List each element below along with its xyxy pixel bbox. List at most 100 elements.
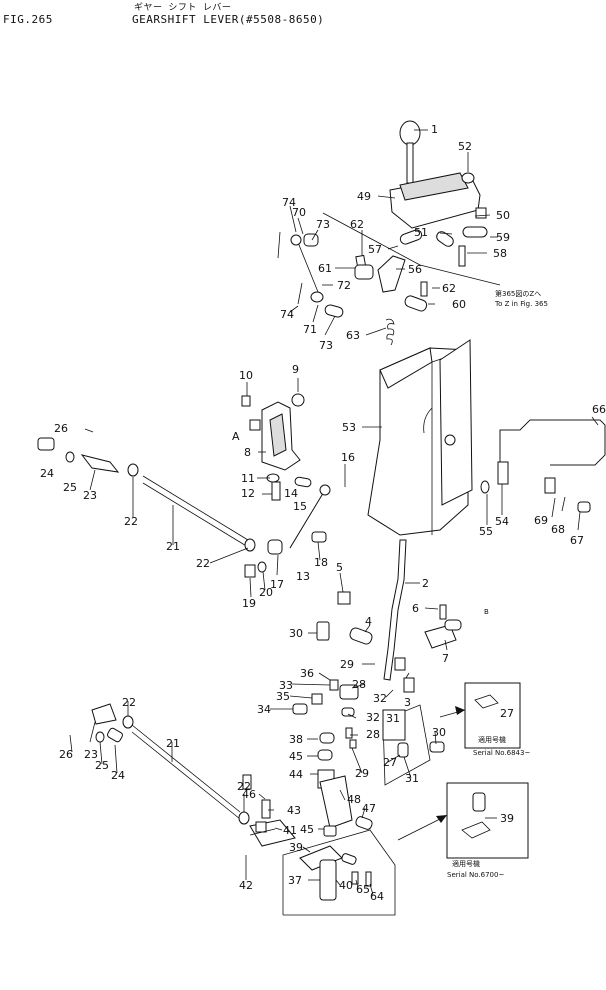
- see-fig-jp: 第365図のZへ: [495, 289, 541, 298]
- part-22: 22: [124, 515, 138, 528]
- lower-lever-assembly: [382, 682, 521, 786]
- part-31: 31: [386, 712, 400, 725]
- gearshift-knob-assembly: [389, 120, 481, 229]
- part-45b: 45: [300, 823, 314, 836]
- part-23b: 23: [84, 748, 98, 761]
- shift-lever-mid: [244, 473, 331, 578]
- part-21b: 21: [166, 737, 180, 750]
- part-48: 48: [347, 793, 361, 806]
- part-30: 30: [289, 627, 303, 640]
- part-51: 51: [414, 226, 428, 239]
- part-29: 29: [340, 658, 354, 671]
- part-61: 61: [318, 262, 332, 275]
- part-19: 19: [242, 597, 256, 610]
- part-24: 24: [40, 467, 54, 480]
- part-72: 72: [337, 279, 351, 292]
- part-22d: 22: [237, 780, 251, 793]
- part-69: 69: [534, 514, 548, 527]
- part-24b: 24: [111, 769, 125, 782]
- part-13: 13: [296, 570, 310, 583]
- applicable-jp-1: 適用号機: [478, 735, 506, 744]
- part-23: 23: [83, 489, 97, 502]
- part-37: 37: [288, 874, 302, 887]
- part-26b: 26: [59, 748, 73, 761]
- part-30b: 30: [432, 726, 446, 739]
- part-26: 26: [54, 422, 68, 435]
- shift-rod-assembly: [277, 231, 344, 318]
- part-17: 17: [270, 578, 284, 591]
- part-14: 14: [284, 487, 298, 500]
- part-63: 63: [346, 329, 360, 342]
- part-53: 53: [342, 421, 356, 434]
- part-31b: 31: [405, 772, 419, 785]
- part-11: 11: [241, 472, 255, 485]
- part-7: 7: [442, 652, 449, 665]
- part-52: 52: [458, 140, 472, 153]
- part-73: 73: [316, 218, 330, 231]
- connecting-rod-upper: [37, 437, 256, 552]
- part-59: 59: [496, 231, 510, 244]
- part-50: 50: [496, 209, 510, 222]
- serial-2: Serial No.6700~: [447, 871, 504, 879]
- title-japanese: ギヤー シフト レバー: [134, 3, 232, 13]
- part-67: 67: [570, 534, 584, 547]
- part-40: 40: [339, 879, 353, 892]
- part-10: 10: [239, 369, 253, 382]
- part-25: 25: [63, 481, 77, 494]
- part-6: 6: [412, 602, 419, 615]
- part-9: 9: [292, 363, 299, 376]
- part-5: 5: [336, 561, 343, 574]
- part-28: 28: [352, 678, 366, 691]
- part-25b: 25: [95, 759, 109, 772]
- part-43: 43: [287, 804, 301, 817]
- part-33: 33: [279, 679, 293, 692]
- part-39b: 39: [500, 812, 514, 825]
- part-46: 46: [242, 788, 256, 801]
- part-18: 18: [314, 556, 328, 569]
- part-3: 3: [404, 696, 411, 709]
- part-34: 34: [257, 703, 271, 716]
- part-58: 58: [493, 247, 507, 260]
- part-44: 44: [289, 768, 303, 781]
- part-16: 16: [341, 451, 355, 464]
- part-41: 41: [283, 824, 297, 837]
- part-55: 55: [479, 525, 493, 538]
- part-74: 74: [282, 196, 296, 209]
- part-36: 36: [300, 667, 314, 680]
- see-fig-en: To Z in Fig. 365: [494, 300, 548, 308]
- part-27: 27: [383, 756, 397, 769]
- part-38: 38: [289, 733, 303, 746]
- console-column: [367, 339, 473, 536]
- upper-linkage: [322, 207, 501, 346]
- part-12: 12: [241, 487, 255, 500]
- part-27b: 27: [500, 707, 514, 720]
- part-70: 70: [292, 206, 306, 219]
- part-57: 57: [368, 243, 382, 256]
- leader-lines: [69, 129, 599, 896]
- part-4: 4: [365, 615, 372, 628]
- part-22b: 22: [196, 557, 210, 570]
- serial-1: Serial No.6843~: [473, 749, 530, 757]
- part-32b: 32: [366, 711, 380, 724]
- part-74b: 74: [280, 308, 294, 321]
- part-20: 20: [259, 586, 273, 599]
- arrow-a-label: A: [232, 430, 240, 443]
- part-45: 45: [289, 750, 303, 763]
- part-64: 64: [370, 890, 384, 903]
- part-54: 54: [495, 515, 509, 528]
- part-29b: 29: [355, 767, 369, 780]
- part-2: 2: [422, 577, 429, 590]
- part-73b: 73: [319, 339, 333, 352]
- part-number-labels: 1 2 3 4 5 6 7 8 9 10 11 12 13 14 15 16 1…: [40, 123, 606, 903]
- bracket-tube: [480, 419, 606, 513]
- part-71: 71: [303, 323, 317, 336]
- mounting-bracket: [241, 393, 305, 471]
- part-56: 56: [408, 263, 422, 276]
- part-15: 15: [293, 500, 307, 513]
- part-22c: 22: [122, 696, 136, 709]
- part-21: 21: [166, 540, 180, 553]
- part-60: 60: [452, 298, 466, 311]
- figure-title: GEARSHIFT LEVER(#5508-8650): [132, 13, 325, 26]
- selector-lever: [292, 621, 359, 761]
